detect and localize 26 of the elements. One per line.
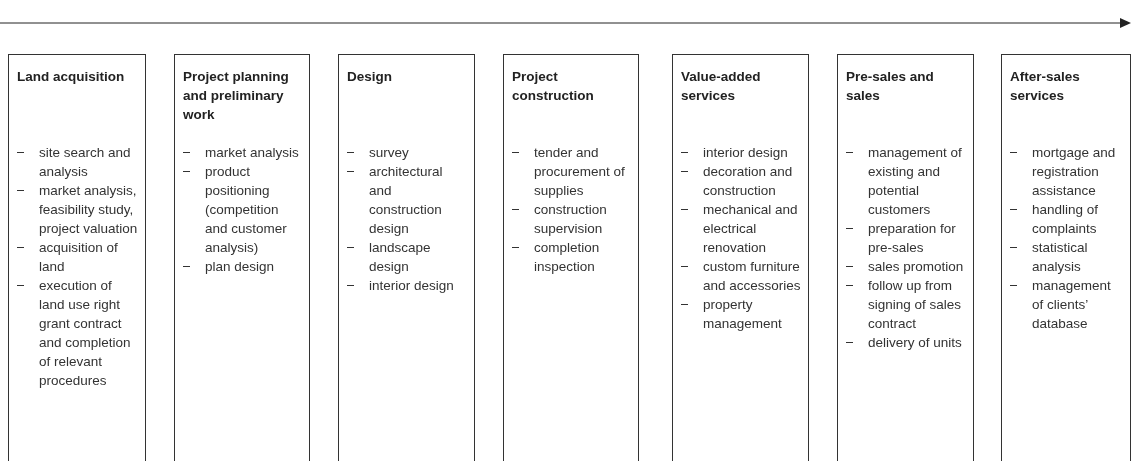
stage-column: [503, 54, 639, 461]
list-item: sales promotion: [868, 259, 964, 274]
list-item: product positioning (competition and customer analysis): [205, 164, 287, 255]
stage-column: [837, 54, 974, 461]
stage-column: [338, 54, 475, 461]
list-item: market analysis: [205, 145, 299, 160]
list-item: property management: [703, 297, 782, 331]
list-item: plan design: [205, 259, 275, 274]
list-item: interior design: [703, 145, 788, 160]
stage-column: [8, 54, 146, 461]
column-heading: Pre-sales and sales: [846, 69, 934, 103]
column-heading: After-sales services: [1010, 69, 1080, 103]
column-heading: Project planning and preliminary work: [183, 69, 289, 122]
column-heading: Land acquisition: [17, 69, 125, 84]
list-item: completion inspection: [534, 240, 600, 274]
list-item: management of clients’ database: [1032, 278, 1111, 331]
stage-column: [174, 54, 310, 461]
column-heading: Project construction: [512, 69, 594, 103]
stage-column: [672, 54, 809, 461]
list-item: interior design: [369, 278, 454, 293]
list-item: execution of land use right grant contract and completion of relevant procedures: [39, 278, 131, 388]
stage-column: [1001, 54, 1131, 461]
list-item: survey: [369, 145, 409, 160]
column-heading: Value-added services: [681, 69, 761, 103]
list-item: delivery of units: [868, 335, 962, 350]
column-heading: Design: [347, 69, 392, 84]
